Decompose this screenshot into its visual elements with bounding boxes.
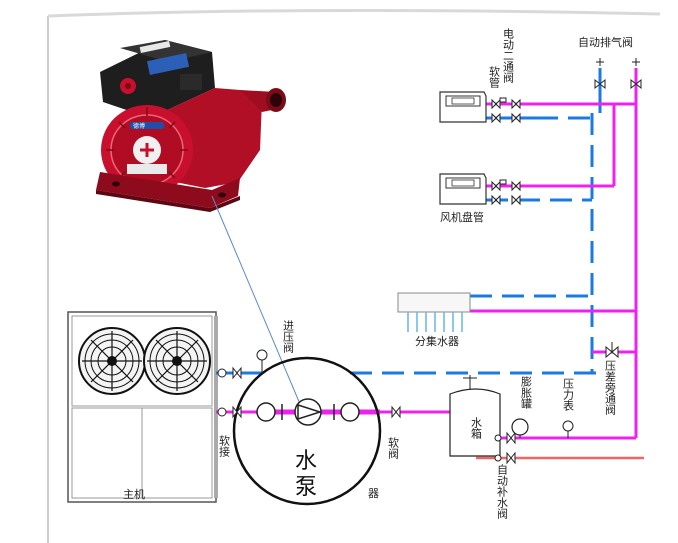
- water-tank-label: 水箱: [470, 417, 483, 440]
- return-piping: [216, 68, 602, 375]
- pump-title-char-2: 泵: [295, 475, 317, 500]
- fan-coil-1-valves: [491, 97, 521, 124]
- manifold: [397, 292, 471, 332]
- main-unit: [67, 311, 218, 503]
- two-way-valve-label: 电动二通阀: [502, 28, 515, 84]
- main-unit-label: 主机: [123, 487, 145, 501]
- expansion-tank: [511, 418, 529, 438]
- pump-title-char-1: 水: [295, 449, 317, 474]
- photo-leader-line: [211, 195, 301, 405]
- inlet-pressure-valve-label: 进压阀: [282, 320, 295, 354]
- inlet-valves: [217, 366, 401, 419]
- page-frame: [47, 0, 678, 543]
- expansion-tank-label: 膨胀罐: [520, 375, 533, 410]
- fan-coil-2: [439, 173, 487, 205]
- tank-outlet-valves: [494, 431, 516, 465]
- auto-fill-valve-label: 自动补水阀: [496, 464, 509, 520]
- fan-icon-right: [143, 327, 211, 395]
- auto-vent-valve-label: 自动排气阀: [578, 35, 633, 49]
- fan-coil-1: [439, 91, 487, 123]
- soft-pipe-label: 软管: [488, 65, 501, 89]
- pressure-gauge-label: 压力表: [562, 378, 575, 412]
- pump-product-photo: 德博: [96, 40, 286, 212]
- filter-label: 器: [368, 487, 379, 500]
- soft-valve-label: 软阀: [387, 436, 400, 460]
- water-tank: [449, 375, 501, 457]
- pressure-gauge-icon: [256, 349, 268, 373]
- pump-brand-badge: 德博: [133, 122, 145, 130]
- auto-vent-valves: [594, 58, 642, 90]
- fan-coil-label: 风机盘管: [440, 210, 484, 224]
- bypass-valve-label: 压差旁通阀: [604, 360, 617, 416]
- hose-label: 软接: [218, 434, 231, 458]
- bypass-valve-icon: [605, 342, 619, 359]
- fan-coil-2-valves: [491, 179, 521, 206]
- manifold-label: 分集水器: [415, 334, 459, 348]
- pressure-gauge-2: [562, 420, 574, 438]
- pump-symbol: [232, 356, 382, 506]
- fan-icon-left: [78, 327, 146, 395]
